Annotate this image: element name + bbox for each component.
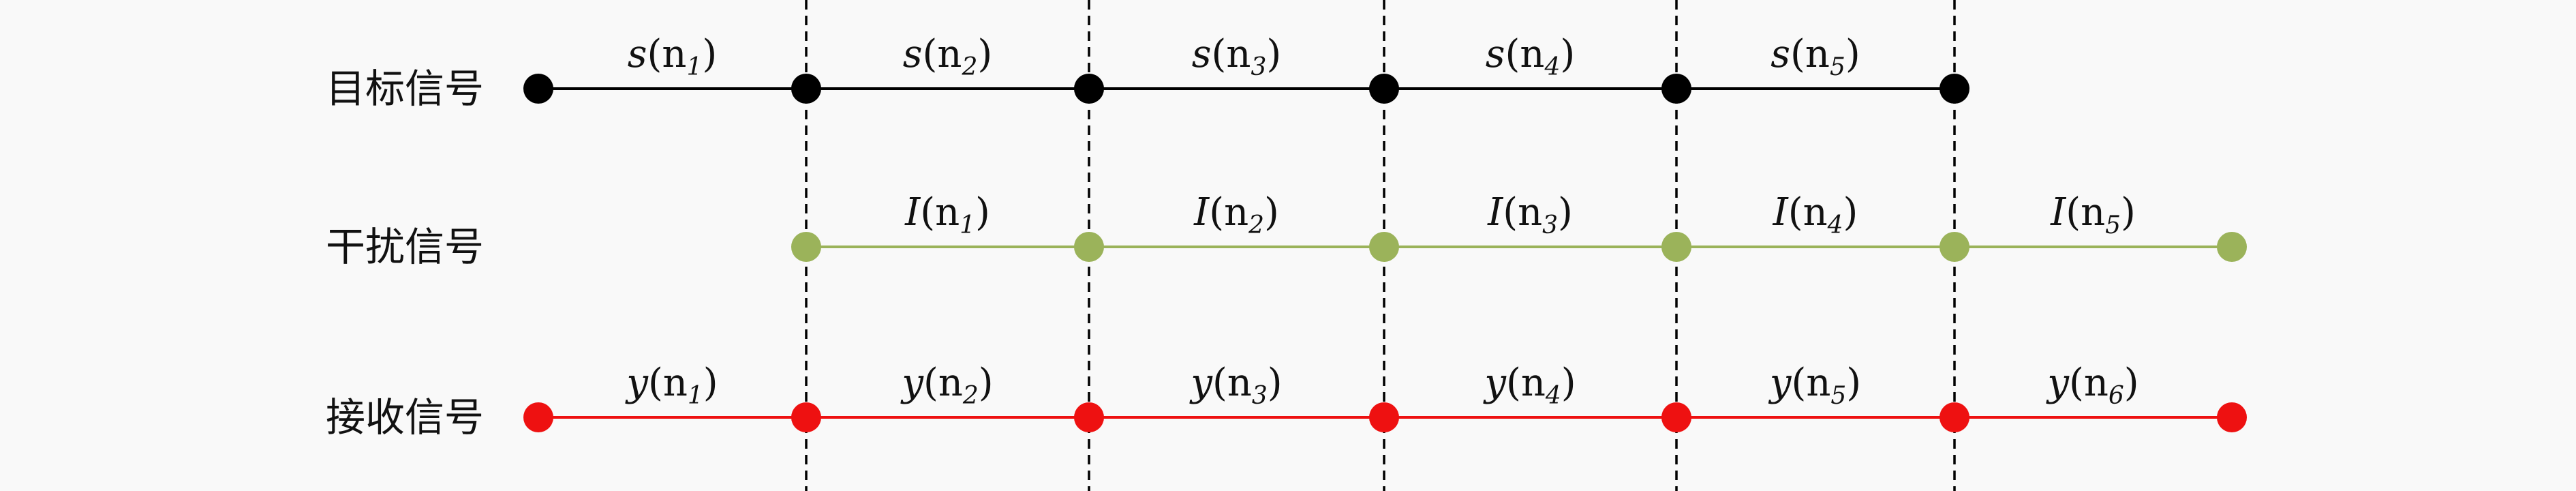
sample-point-interference-6: [2217, 232, 2247, 262]
segment-label-target-4: s(n4): [1486, 32, 1575, 81]
segment-label-interference-3: I(n3): [1487, 190, 1573, 239]
sample-point-interference-4: [1661, 232, 1691, 262]
row-label-target: 目标信号: [326, 65, 484, 112]
sample-point-received-2: [1074, 402, 1104, 432]
sample-point-target-1: [791, 74, 821, 104]
sample-point-target-3: [1369, 74, 1399, 104]
sample-point-received-5: [1939, 402, 1969, 432]
segment-label-received-4: y(n4): [1482, 361, 1576, 410]
segment-label-target-5: s(n5): [1770, 32, 1860, 81]
sample-point-interference-1: [791, 232, 821, 262]
sample-point-received-3: [1369, 402, 1399, 432]
sample-point-received-1: [791, 402, 821, 432]
row-label-interference: 干扰信号: [326, 224, 484, 270]
segment-label-interference-1: I(n1): [904, 190, 990, 239]
sample-point-target-4: [1661, 74, 1691, 104]
segment-label-interference-5: I(n5): [2050, 190, 2136, 239]
segment-label-received-5: y(n5): [1768, 361, 1861, 410]
segment-label-received-2: y(n2): [900, 361, 993, 410]
segment-label-target-1: s(n1): [628, 32, 717, 81]
segment-label-received-1: y(n1): [624, 361, 718, 410]
segment-label-target-3: s(n3): [1192, 32, 1281, 81]
segment-label-interference-2: I(n2): [1193, 190, 1279, 239]
sample-point-interference-5: [1939, 232, 1969, 262]
segment-label-received-3: y(n3): [1189, 361, 1282, 410]
row-label-received: 接收信号: [326, 394, 484, 441]
sample-point-target-2: [1074, 74, 1104, 104]
segment-label-target-2: s(n2): [903, 32, 992, 81]
sample-point-received-4: [1661, 402, 1691, 432]
sample-point-received-6: [2217, 402, 2247, 432]
sample-point-interference-2: [1074, 232, 1104, 262]
sample-point-received-0: [523, 402, 553, 432]
sample-point-interference-3: [1369, 232, 1399, 262]
sample-point-target-0: [523, 74, 553, 104]
segment-label-received-6: y(n6): [2045, 361, 2138, 410]
segment-labels: s(n1) s(n2) s(n3) s(n4) s(n5) I(n1) I(n2) I(n3)…: [624, 32, 2138, 410]
sample-point-target-5: [1939, 74, 1969, 104]
signal-sample-points: [523, 74, 2247, 432]
segment-label-interference-4: I(n4): [1773, 190, 1858, 239]
